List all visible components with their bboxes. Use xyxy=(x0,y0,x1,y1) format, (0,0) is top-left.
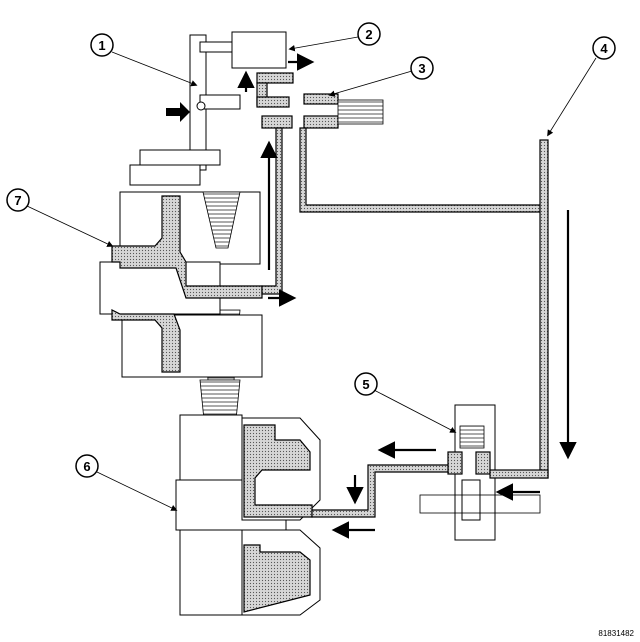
spring-icon xyxy=(337,99,384,125)
lower-valve-assembly xyxy=(419,404,549,541)
callout-3: 3 xyxy=(328,56,434,97)
svg-text:3: 3 xyxy=(418,61,425,76)
callout-4: 4 xyxy=(547,36,616,137)
callout-6: 6 xyxy=(75,454,178,511)
primary-pulley xyxy=(99,191,263,421)
svg-text:5: 5 xyxy=(362,377,369,392)
upper-valve-assembly xyxy=(129,31,287,186)
svg-text:7: 7 xyxy=(14,193,21,208)
flow-arrows xyxy=(166,53,577,539)
callout-1: 1 xyxy=(90,33,198,87)
svg-text:1: 1 xyxy=(98,38,105,53)
callout-7: 7 xyxy=(6,188,114,247)
svg-text:4: 4 xyxy=(600,41,608,56)
callout-5: 5 xyxy=(354,372,457,433)
svg-text:2: 2 xyxy=(365,27,372,42)
callout-2: 2 xyxy=(288,22,381,52)
input-force-arrow-icon xyxy=(166,102,190,122)
figure-id: 81831482 xyxy=(598,629,634,638)
feed-passage xyxy=(261,127,283,295)
svg-text:6: 6 xyxy=(83,459,90,474)
spring-icon xyxy=(459,425,485,449)
lower-feed-passage xyxy=(311,464,449,518)
right-supply-line xyxy=(299,127,549,479)
piston-chamber-upper xyxy=(111,195,263,373)
valve-spring-assembly xyxy=(256,72,384,129)
secondary-pulley xyxy=(175,414,321,616)
